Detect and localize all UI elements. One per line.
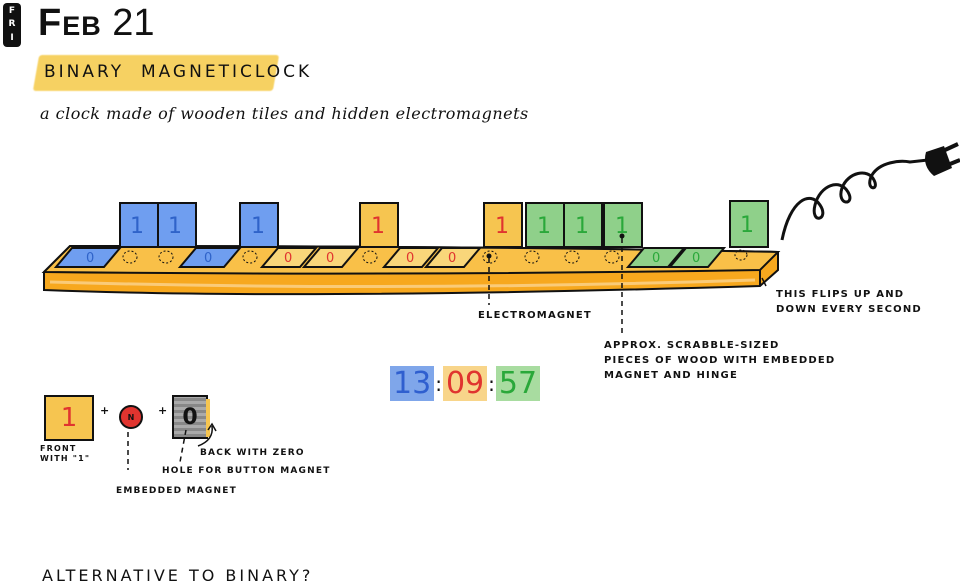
alternative-question: ALTERNATIVE TO BINARY? (42, 566, 314, 585)
tile-flat (381, 247, 441, 268)
svg-text:1: 1 (371, 214, 385, 239)
pieces-label-line: PIECES OF WOOD WITH EMBEDDED (604, 355, 836, 366)
svg-text:0: 0 (692, 251, 700, 266)
svg-text:1: 1 (130, 214, 144, 239)
magnet-icon: N (119, 405, 143, 429)
svg-text:1: 1 (740, 213, 754, 238)
date-day: 21 (112, 2, 155, 44)
pieces-label-line: MAGNET AND HINGE (604, 370, 738, 381)
electromagnet-label: ELECTROMAGNET (478, 310, 592, 321)
time-minutes: 09 (442, 366, 488, 401)
pieces-label: APPROX. SCRABBLE-SIZED PIECES OF WOOD WI… (604, 338, 835, 383)
svg-text:0: 0 (652, 251, 660, 266)
time-separator: : (435, 371, 442, 396)
hole-label: HOLE FOR BUTTON MAGNET (162, 466, 331, 476)
day-letter: I (10, 32, 14, 43)
front-tile: 1 (44, 395, 94, 441)
svg-text:1: 1 (575, 214, 589, 239)
back-label: BACK WITH ZERO (200, 448, 305, 458)
svg-text:0: 0 (204, 251, 212, 266)
svg-text:1: 1 (168, 214, 182, 239)
time-hours: 13 (390, 366, 435, 401)
tile-up (157, 202, 197, 248)
svg-text:0: 0 (448, 251, 456, 266)
date-title: Feb 21 (38, 2, 155, 45)
svg-text:0: 0 (284, 251, 292, 266)
date-month: Feb (38, 2, 102, 44)
tile-up (239, 202, 279, 248)
time-readout: 13 : 09 : 57 (390, 366, 541, 401)
tile-flat (301, 247, 361, 268)
day-letter: F (8, 6, 16, 17)
front-label-line: FRONT (40, 444, 77, 453)
svg-text:1: 1 (251, 214, 265, 239)
tile-flat (667, 247, 727, 268)
back-tile-edge (206, 399, 210, 437)
minutes-tiles: 0 0 1 0 0 1 (259, 202, 523, 268)
day-letter: R (8, 19, 16, 30)
flip-label: THIS FLIPS UP AND DOWN EVERY SECOND (776, 287, 922, 317)
svg-text:0: 0 (326, 251, 334, 266)
tile-up (729, 200, 769, 248)
tile-up (119, 202, 159, 248)
tile-up (603, 202, 643, 248)
tile-up (483, 202, 523, 248)
svg-text:0: 0 (406, 251, 414, 266)
front-label-line: WITH "1" (40, 454, 91, 463)
time-separator: : (488, 371, 495, 396)
tile-up (359, 202, 399, 248)
plus-sign: + (158, 404, 169, 417)
pieces-label-line: APPROX. SCRABBLE-SIZED (604, 340, 780, 351)
svg-text:1: 1 (615, 214, 629, 239)
front-label: FRONT WITH "1" (40, 444, 90, 464)
day-badge: F R I (3, 3, 21, 47)
tagline: a clock made of wooden tiles and hidden … (40, 104, 529, 123)
svg-text:1: 1 (495, 214, 509, 239)
svg-text:0: 0 (86, 251, 94, 266)
time-seconds: 57 (495, 366, 541, 401)
magnet-label: EMBEDDED MAGNET (116, 486, 237, 496)
plus-sign: + (100, 404, 111, 417)
flip-label-line: DOWN EVERY SECOND (776, 304, 922, 315)
hours-tiles: 0 1 1 0 1 (53, 202, 279, 268)
tile-up (525, 202, 565, 248)
clock-illustration: 0 1 1 0 1 0 0 1 0 0 1 1 1 1 (41, 142, 960, 335)
seconds-tiles: 1 1 1 0 0 1 (524, 200, 769, 268)
tile-flat (259, 247, 319, 268)
power-plug-icon (780, 142, 960, 241)
tile-flat (423, 247, 483, 268)
svg-text:1: 1 (537, 214, 551, 239)
page-title: BINARY MAGNETICLOCK (44, 62, 313, 82)
flip-label-line: THIS FLIPS UP AND (776, 289, 905, 300)
tile-up (563, 202, 603, 248)
tile-flat (625, 247, 687, 268)
